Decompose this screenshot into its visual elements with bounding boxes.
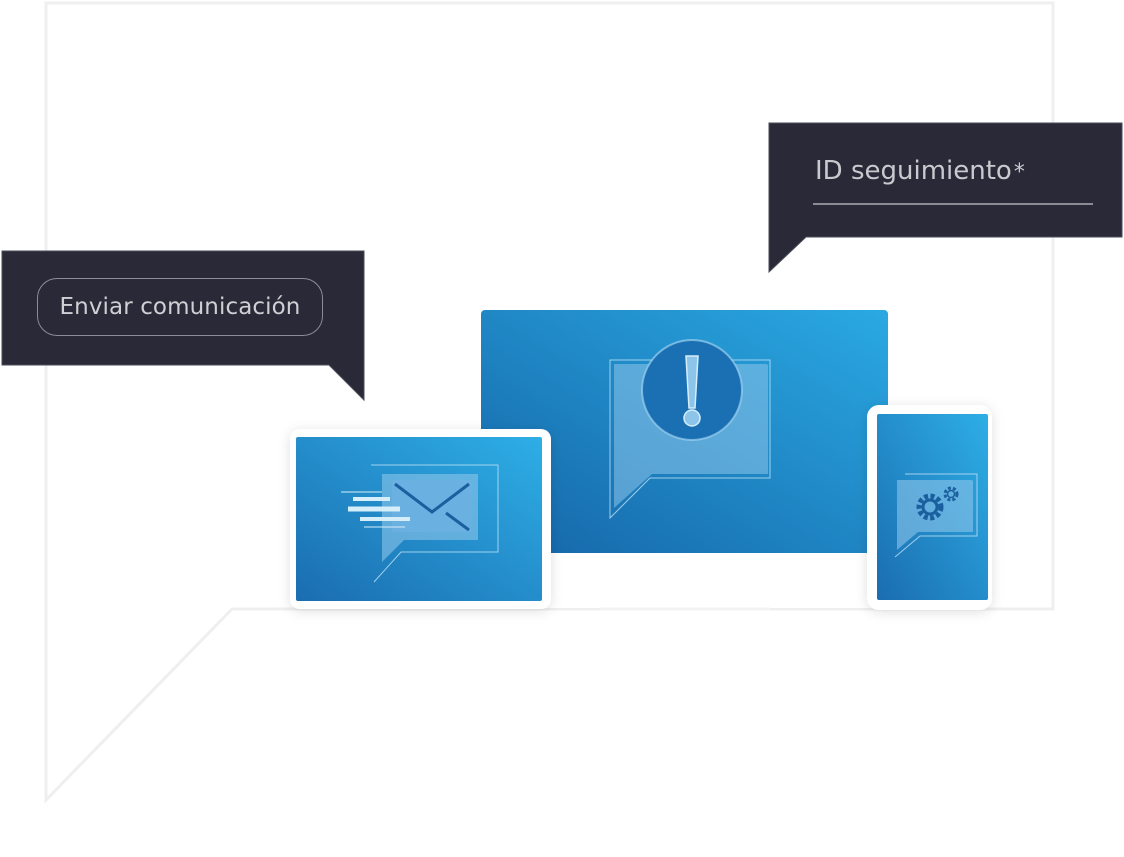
required-marker: *	[1013, 160, 1025, 185]
send-communication-button[interactable]: Enviar comunicación	[37, 278, 323, 336]
tracking-id-label-text: ID seguimiento	[815, 156, 1012, 186]
gears-message-icon	[894, 473, 978, 558]
tracking-id-label: ID seguimiento*	[815, 156, 1025, 186]
alert-exclamation-icon	[609, 339, 771, 520]
envelope-message-icon	[341, 464, 499, 583]
send-bubble-shape	[1, 250, 365, 402]
tracking-bubble-shape	[768, 122, 1123, 274]
tracking-id-field[interactable]: ID seguimiento*	[813, 148, 1093, 205]
